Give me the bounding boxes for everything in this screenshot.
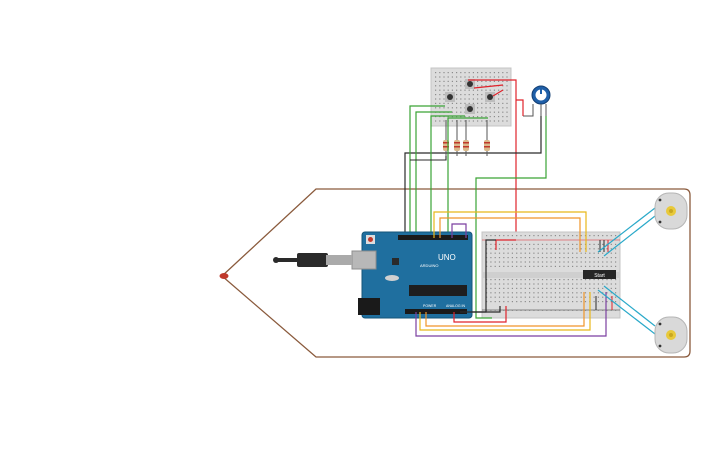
power-jack[interactable] xyxy=(358,298,380,315)
arduino-brand-text: ARDUINO xyxy=(420,263,438,268)
pot-black-wire xyxy=(404,116,542,238)
yellow-wire-top xyxy=(433,211,587,252)
power-header-label: POWER xyxy=(423,304,437,308)
analog-header-label: ANALOG IN xyxy=(446,304,466,308)
ground-black-wire xyxy=(410,156,447,161)
small-board-red-wires xyxy=(468,79,517,240)
button-signal-wires xyxy=(409,105,488,238)
arduino-uno-board[interactable]: UNO ARDUINO POWER ANALOG IN xyxy=(351,231,473,319)
black-wire-bottom-2 xyxy=(472,306,501,313)
yellow-wire-bottom xyxy=(419,292,591,331)
driver-chip-label: Start xyxy=(594,273,605,279)
arduino-breadboard-wires xyxy=(415,211,607,337)
resistors[interactable] xyxy=(443,120,490,156)
red-wire-bottom xyxy=(453,306,507,323)
small-breadboard[interactable] xyxy=(430,67,512,127)
orange-wire-top xyxy=(439,217,581,252)
usb-cable[interactable] xyxy=(273,253,352,267)
motor-wires xyxy=(597,207,656,335)
arduino-logo-text: UNO xyxy=(438,253,456,262)
push-button-left[interactable] xyxy=(445,92,455,102)
usb-port[interactable] xyxy=(351,250,377,270)
motor-driver-chip[interactable]: Start xyxy=(583,270,616,279)
bow-led[interactable] xyxy=(219,273,229,279)
push-button-top[interactable] xyxy=(465,79,475,89)
push-button-right[interactable] xyxy=(485,92,495,102)
resistor-2[interactable] xyxy=(454,120,460,156)
main-breadboard-holes xyxy=(486,235,617,311)
pot-green-wire xyxy=(475,116,547,316)
dc-motor-top[interactable] xyxy=(654,192,688,230)
green-wire-bottom xyxy=(475,316,492,319)
dc-motor-bottom[interactable] xyxy=(654,316,688,354)
main-breadboard[interactable] xyxy=(481,231,621,319)
pot-red-wire xyxy=(516,99,524,116)
push-button-bottom[interactable] xyxy=(465,104,475,114)
resistor-4[interactable] xyxy=(484,120,490,156)
resistor-3[interactable] xyxy=(463,120,469,156)
purple-wire-bottom xyxy=(415,292,607,337)
purple-wire-top xyxy=(451,223,467,238)
orange-wire-bottom xyxy=(425,292,585,327)
boat-outline xyxy=(221,188,691,358)
